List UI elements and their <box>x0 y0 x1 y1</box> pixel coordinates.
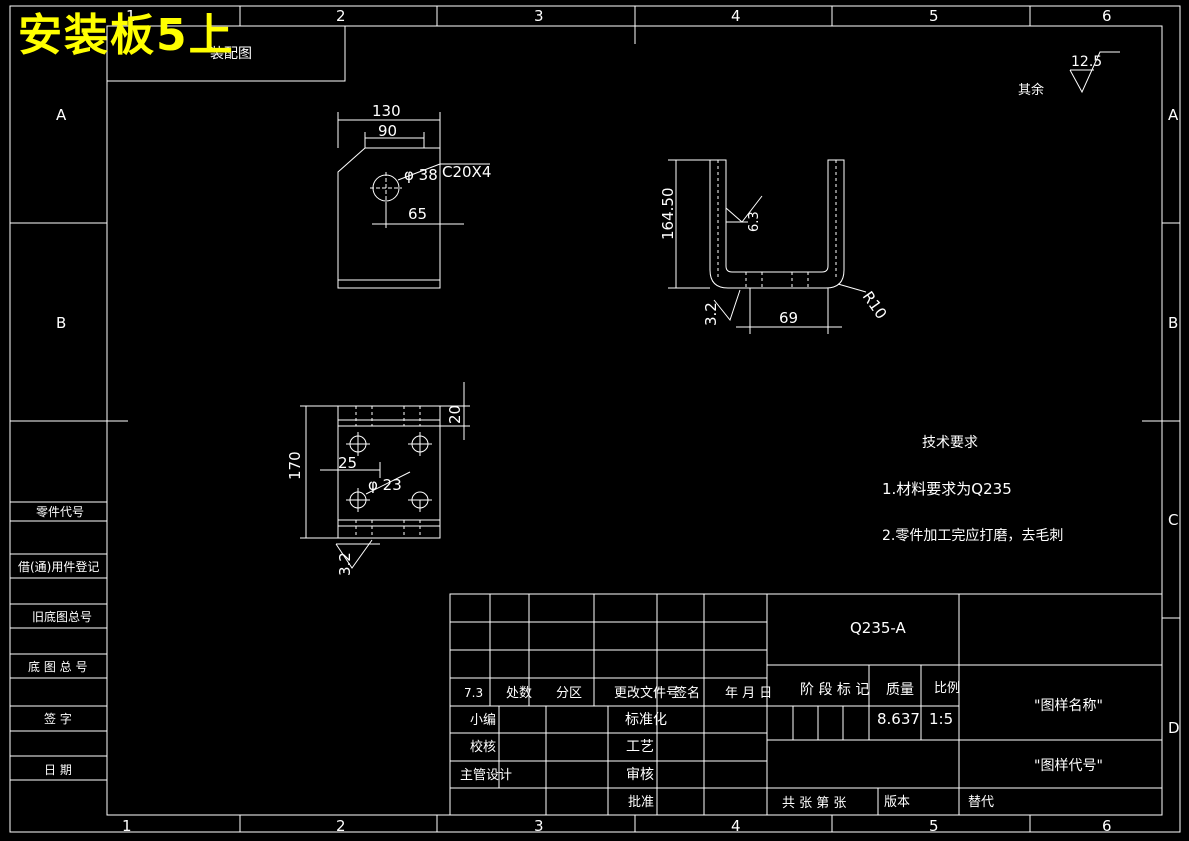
sign-row: 审核 <box>626 767 654 783</box>
bottom-number: 6 <box>1102 817 1112 835</box>
right-letter: A <box>1168 106 1179 124</box>
sign-row: 工艺 <box>626 739 654 755</box>
plan-view-dims: 170 20 25 φ 23 3.2 <box>286 405 464 576</box>
front-view <box>668 159 867 334</box>
scale-value: 1:5 <box>929 710 953 728</box>
dim-65: 65 <box>408 205 427 223</box>
dim-chamfer: C20X4 <box>442 163 491 181</box>
sheet-count: 共 张 第 张 <box>782 796 846 811</box>
drawing-code: "图样代号" <box>1034 758 1103 774</box>
overlay-title: 安装板5上 <box>18 10 235 61</box>
outer-frame <box>9 5 1181 833</box>
front-view-dims: 164.50 6.3 R10 69 3.2 <box>659 188 890 328</box>
header-box <box>106 25 346 82</box>
rev-header: 7.3 <box>464 686 483 700</box>
dim-rough: 3.2 <box>702 302 720 326</box>
right-letter: D <box>1168 719 1180 737</box>
roughness-note: 其余 <box>1018 82 1044 98</box>
bottom-number: 3 <box>534 817 544 835</box>
dim-170: 170 <box>286 451 304 480</box>
dim-90: 90 <box>378 122 397 140</box>
left-label: 日 期 <box>44 763 72 777</box>
right-letter: C <box>1168 511 1178 529</box>
title-block <box>449 593 1163 816</box>
left-label: 签 字 <box>44 711 72 726</box>
left-label: 旧底图总号 <box>32 609 92 624</box>
mass-value: 8.637 <box>877 710 920 728</box>
version-label: 版本 <box>884 795 910 810</box>
tech-item: 2.零件加工完应打磨，去毛刺 <box>882 527 1063 544</box>
sign-row: 小编 <box>470 713 496 728</box>
replace-label: 替代 <box>968 795 994 810</box>
left-label: 底 图 总 号 <box>28 659 87 674</box>
left-letter: A <box>56 106 67 124</box>
tech-item: 1.材料要求为Q235 <box>882 480 1012 498</box>
top-number: 5 <box>929 7 939 25</box>
tech-title: 技术要求 <box>922 435 978 451</box>
left-label: 借(通)用件登记 <box>18 559 99 574</box>
rev-header: 年 月 日 <box>725 686 772 701</box>
rev-header: 更改文件号 <box>614 686 679 701</box>
sign-row: 标准化 <box>625 712 667 728</box>
drawing-name: "图样名称" <box>1034 698 1103 714</box>
top-view-dims: 130 90 φ 38 C20X4 65 <box>372 102 491 223</box>
material: Q235-A <box>850 619 907 637</box>
dim-height: 164.50 <box>659 188 677 241</box>
dim-radius: R10 <box>859 288 891 323</box>
top-number: 3 <box>534 7 544 25</box>
top-view <box>337 112 490 289</box>
dim-hole: φ 38 <box>404 166 438 184</box>
scale-label: 比例 <box>934 681 960 696</box>
top-number: 6 <box>1102 7 1112 25</box>
bottom-number: 5 <box>929 817 939 835</box>
left-letter: B <box>56 314 66 332</box>
sign-row: 主管设计 <box>460 768 512 783</box>
left-label: 零件代号 <box>36 505 84 519</box>
bottom-number: 1 <box>122 817 132 835</box>
dim-25: 25 <box>338 454 357 472</box>
title-block-text: Q235-A 7.3 处数 分区 更改文件号 签名 年 月 日 小编 标准化 校… <box>460 619 1103 811</box>
rev-header: 处数 <box>506 686 532 701</box>
sign-row: 批准 <box>628 795 654 810</box>
dim-130: 130 <box>372 102 401 120</box>
rev-header: 签名 <box>674 685 700 701</box>
roughness-value: 12.5 <box>1071 54 1102 70</box>
rev-header: 分区 <box>556 686 582 701</box>
dim-69: 69 <box>779 309 798 327</box>
stage-mark: 阶 段 标 记 <box>800 682 869 698</box>
tech-requirements: 技术要求 1.材料要求为Q235 2.零件加工完应打磨，去毛刺 <box>882 435 1063 544</box>
dim-hole-23: φ 23 <box>368 476 402 494</box>
dim-rough: 3.2 <box>336 552 354 576</box>
left-column-labels: 零件代号 借(通)用件登记 旧底图总号 底 图 总 号 签 字 日 期 <box>18 505 99 777</box>
dim-20: 20 <box>446 405 464 424</box>
sign-row: 校核 <box>470 739 496 755</box>
bottom-number: 2 <box>336 817 346 835</box>
roughness-symbol <box>1069 51 1120 94</box>
right-letter: B <box>1168 314 1178 332</box>
top-number: 4 <box>731 7 741 25</box>
grid-labels: 1 2 3 4 5 6 1 2 3 4 5 6 A B A B C D <box>56 7 1180 835</box>
mass-label: 质量 <box>886 682 914 698</box>
bottom-number: 4 <box>731 817 741 835</box>
header-box-text: 装配图 <box>210 46 252 62</box>
dim-weld: 6.3 <box>747 211 762 232</box>
top-number: 2 <box>336 7 346 25</box>
plan-view <box>300 382 470 569</box>
top-number: 1 <box>126 7 136 25</box>
